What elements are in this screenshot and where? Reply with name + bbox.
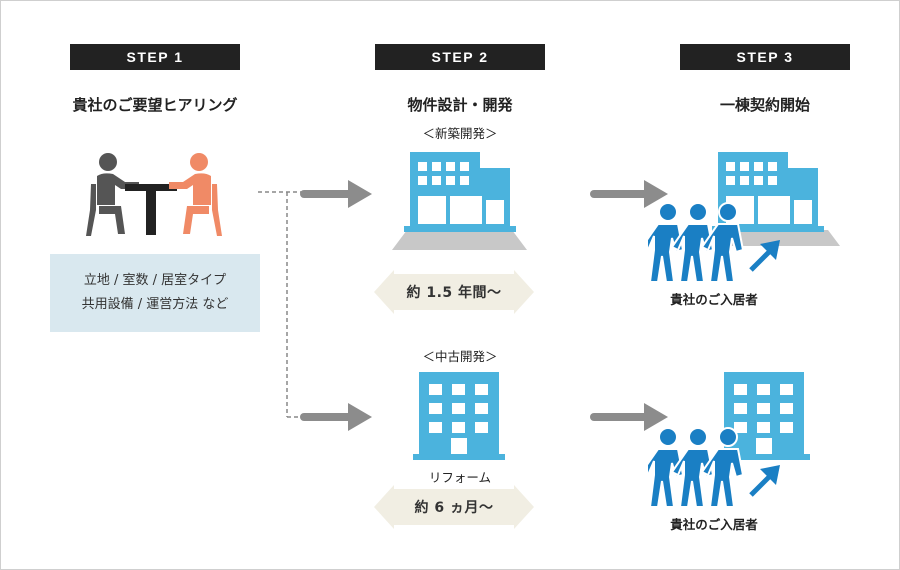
hearing-details-line1: 立地 / 室数 / 居室タイプ [83, 273, 227, 288]
existing-building-icon [413, 372, 505, 460]
residents-group-icon [648, 202, 780, 283]
step3-title: 一棟契約開始 [719, 96, 810, 114]
used-build-duration-bar: 約 6 ヵ月～ [374, 485, 534, 529]
step2-badge: STEP 2 [375, 44, 545, 70]
used-build-duration: 約 6 ヵ月～ [414, 500, 494, 516]
hearing-details-box: 立地 / 室数 / 居室タイプ 共用設備 / 運営方法 など [50, 254, 260, 332]
meeting-icon [86, 153, 222, 236]
existing-building-residence-icon [718, 372, 810, 460]
hearing-details-line2: 共用設備 / 運営方法 など [81, 297, 229, 312]
residents-bottom-label: 貴社のご入居者 [670, 517, 758, 532]
new-building-residence-icon [712, 152, 840, 246]
residents-top-label: 貴社のご入居者 [670, 292, 758, 307]
step1-badge: STEP 1 [70, 44, 240, 70]
new-build-duration-bar: 約 1.5 年間～ [374, 270, 534, 314]
double-arrow-icon [374, 270, 534, 314]
reform-label: リフォーム [428, 470, 492, 485]
used-build-label: ＜中古開発＞ [422, 349, 498, 364]
residents-group-icon [648, 427, 780, 508]
new-build-duration: 約 1.5 年間～ [406, 285, 502, 301]
branch-connector [258, 191, 303, 418]
arrow-to-residents-bottom-icon [590, 403, 668, 431]
step2-title: 物件設計・開発 [407, 96, 513, 114]
double-arrow-icon [374, 485, 534, 529]
arrow-to-used-build-icon [300, 403, 372, 431]
new-building-icon [392, 152, 527, 250]
step1-title: 貴社のご要望ヒアリング [72, 96, 238, 114]
arrow-to-new-build-icon [300, 180, 372, 208]
arrow-to-residents-top-icon [590, 180, 668, 208]
new-build-label: ＜新築開発＞ [422, 126, 498, 141]
step3-badge: STEP 3 [680, 44, 850, 70]
